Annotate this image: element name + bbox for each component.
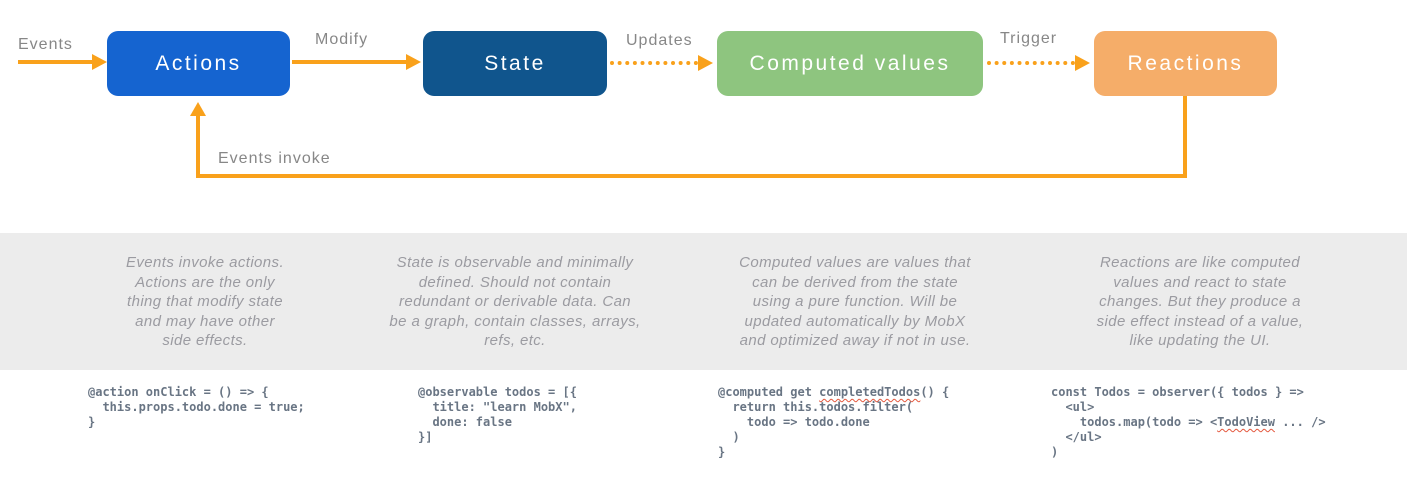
code-section: @action onClick = () => { this.props.tod… (0, 370, 1407, 483)
modify-label: Modify (315, 31, 369, 48)
feedback-arrowhead-icon (190, 102, 206, 116)
node-computed-values-label: Computed values (749, 51, 951, 75)
description-actions: Events invoke actions. Actions are the o… (125, 254, 285, 349)
description-computed: Computed values are values that can be d… (739, 254, 971, 349)
node-computed-values: Computed values (717, 31, 983, 96)
code-snippet-observer: const Todos = observer({ todos } => <ul>… (1051, 385, 1326, 459)
node-reactions: Reactions (1094, 31, 1277, 96)
code-snippet-action: @action onClick = () => { this.props.tod… (88, 385, 305, 429)
node-state: State (423, 31, 607, 96)
description-band: Events invoke actions. Actions are the o… (0, 233, 1407, 370)
events-arrow-line (18, 60, 92, 64)
feedback-line-bottom (196, 174, 1187, 178)
node-reactions-label: Reactions (1127, 51, 1244, 75)
description-state: State is observable and minimally define… (389, 254, 641, 349)
trigger-arrowhead-icon (1075, 55, 1090, 71)
updates-label: Updates (626, 32, 693, 49)
events-arrowhead-icon (92, 54, 107, 70)
description-reactions: Reactions are like computed values and r… (1096, 254, 1304, 349)
feedback-line-right (1183, 96, 1187, 178)
updates-dotted-arrow-line (610, 61, 698, 65)
flow-section: Events Actions Modify State Updates Comp… (0, 0, 1407, 233)
code-snippet-observable: @observable todos = [{ title: "learn Mob… (418, 385, 577, 444)
node-state-label: State (484, 51, 546, 75)
feedback-line-left (196, 115, 200, 178)
events-invoke-label: Events invoke (218, 150, 331, 167)
modify-arrow-line (292, 60, 406, 64)
code-snippet-computed: @computed get completedTodos() { return … (718, 385, 950, 459)
node-actions: Actions (107, 31, 290, 96)
events-label: Events (18, 36, 73, 53)
node-actions-label: Actions (155, 51, 242, 75)
modify-arrowhead-icon (406, 54, 421, 70)
updates-arrowhead-icon (698, 55, 713, 71)
trigger-dotted-arrow-line (987, 61, 1075, 65)
trigger-label: Trigger (1000, 30, 1058, 47)
